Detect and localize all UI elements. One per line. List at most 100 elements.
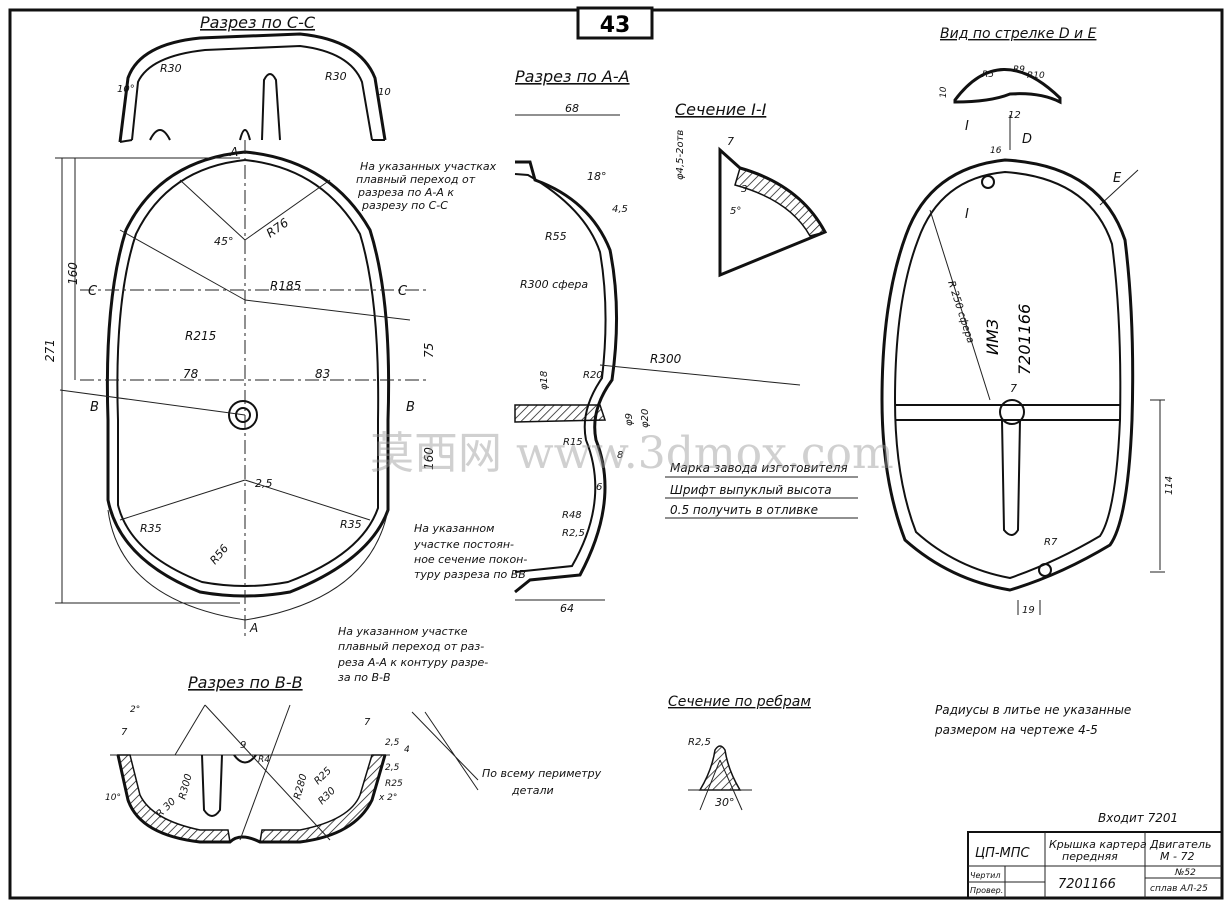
section-aa-title: Разрез по А-А [515, 67, 630, 86]
plan-dim-lines [55, 157, 240, 604]
section-aa-boss [514, 404, 607, 423]
view-outer-contour [880, 158, 1135, 592]
plan-boss-inner [235, 407, 251, 423]
stamp-part-number: 7201166 [1015, 304, 1034, 375]
title-block-material-no: №52 [1174, 868, 1196, 878]
plan-view: 271 160 75 160 78 83 2,5 R76 R185 R215 4… [43, 140, 527, 684]
dim-6: 6 [596, 482, 602, 493]
note-mark-2: Шрифт выпуклый высота [670, 483, 832, 497]
note-radii-1: Радиусы в литье не указанные [935, 703, 1131, 717]
dim-r30-right: R30 [325, 70, 347, 83]
dim-bb-9: 9 [240, 740, 246, 751]
cut-i-top: I [965, 119, 969, 134]
dim-r48: R48 [562, 510, 582, 521]
title-block-part-name-2: передняя [1062, 850, 1118, 863]
dim-19: 19 [1022, 605, 1035, 616]
note-bot-2: плавный переход от раз- [338, 640, 484, 653]
dim-160b: 160 [422, 447, 436, 470]
section-ribs: Сечение по ребрам R2,5 30° [668, 694, 811, 811]
dim-12: 12 [1008, 110, 1021, 121]
title-block-part-name-1: Крышка картера [1049, 838, 1147, 851]
view-dim-lines [929, 209, 1165, 615]
dim-bb-7b: 7 [364, 717, 371, 728]
section-cc-rib [261, 73, 281, 141]
section-bb-hatch-right [259, 754, 386, 843]
watermark: 莫西网 www.3dmox.com [370, 428, 894, 479]
dim-4-5: 4,5 [612, 204, 628, 215]
title-block-alloy: сплав АЛ-25 [1150, 884, 1208, 894]
section-aa-dim-lines [515, 114, 620, 601]
dim-r300: R300 [650, 352, 682, 366]
section-i-i: Сечение I-I 7 φ4,5-2отв 3 5° [675, 100, 828, 278]
note-mid-1: На указанном [414, 522, 494, 535]
section-bb-hatch-left [117, 754, 231, 843]
page-number-box [576, 6, 654, 40]
section-bb: Разрез по В-В 2° 7 9 R4 R300 R280 R 30 R… [105, 673, 602, 844]
dim-bb-r25b: R25 [385, 779, 403, 789]
dim-r7: R7 [1044, 537, 1058, 548]
section-aa-r300-leader [599, 364, 801, 386]
dim-r185: R185 [270, 279, 301, 293]
note-mark: Марка завода изготовителя Шрифт выпуклый… [665, 461, 858, 519]
dim-phi18: φ18 [539, 371, 550, 390]
plan-boss-outer [228, 400, 258, 430]
dim-r250-sphere: R 250 сфера [945, 280, 976, 345]
note-radii-2: размером на чертеже 4-5 [934, 723, 1098, 737]
cut-a-top: А [229, 145, 238, 159]
note-top-2: плавный переход от [356, 173, 476, 186]
view-arrows [1009, 115, 1139, 206]
dim-angle-18: 18° [587, 170, 607, 183]
dim-78: 78 [183, 367, 199, 381]
dim-bb-r4: R4 [258, 755, 270, 765]
dim-bb-2deg: 2° [130, 705, 140, 715]
note-bottom: На указанном участке плавный переход от … [337, 625, 488, 684]
section-cc-outer [118, 32, 387, 143]
view-de-title: Вид по стрелке D и E [940, 26, 1097, 42]
dim-bb-r280: R280 [292, 773, 309, 801]
dim-angle-10: 10° [117, 84, 135, 95]
section-i-i-hatch [734, 167, 827, 237]
dim-bb-10deg: 10° [105, 793, 121, 803]
note-mark-underlines [665, 476, 858, 519]
section-aa-outer [514, 160, 619, 594]
plan-centerlines [80, 140, 430, 640]
title-block-engine-1: Двигатель [1149, 838, 1211, 851]
dim-r20: R20 [583, 370, 603, 381]
dim-8: 8 [617, 450, 623, 461]
stamp-imz: ИМЗ [983, 319, 1002, 355]
dim-rib-30deg: 30° [715, 796, 735, 809]
dim-bb-7: 7 [121, 727, 128, 738]
dim-160: 160 [66, 262, 80, 285]
dim-phi9: φ9 [624, 413, 635, 426]
view-hole-top [981, 175, 995, 189]
title-block-engine-2: М - 72 [1160, 850, 1194, 863]
cut-a-bottom: А [249, 621, 258, 635]
view-e-mark: E [1113, 171, 1122, 186]
dim-2-5: 2,5 [255, 477, 273, 490]
note-perimeter-1: По всему периметру [482, 767, 602, 780]
dim-r35-left: R35 [140, 522, 162, 535]
section-bb-rib [201, 754, 257, 817]
dim-bb-r300: R300 [177, 773, 194, 801]
dim-271: 271 [43, 339, 57, 362]
dim-10: 10 [378, 87, 391, 98]
dim-r300-sphere: R300 сфера [520, 278, 588, 291]
dim-3: 3 [741, 184, 747, 195]
dim-angle-45: 45° [214, 235, 234, 248]
note-mark-1: Марка завода изготовителя [670, 461, 848, 475]
title-block-grid [968, 832, 1222, 898]
title-block-drawing-no: 7201166 [1058, 877, 1116, 892]
section-aa: Разрез по А-А 68 18° 4,5 R55 R300 сфера … [514, 67, 801, 615]
cut-c-left: С [88, 284, 98, 299]
view-vertical-rib [1001, 419, 1021, 536]
dim-r35-right: R35 [340, 518, 362, 531]
dim-75: 75 [422, 343, 436, 358]
dim-phi4-5: φ4,5-2отв [675, 130, 686, 180]
dim-r2-5: R2,5 [562, 528, 585, 539]
section-bb-title: Разрез по В-В [188, 673, 303, 692]
dim-114: 114 [1164, 476, 1175, 495]
dim-phi20: φ20 [640, 409, 651, 428]
section-aa-inner [514, 173, 607, 573]
view-inner-contour [893, 170, 1122, 580]
note-top-3: разреза по А-А к [357, 186, 454, 199]
